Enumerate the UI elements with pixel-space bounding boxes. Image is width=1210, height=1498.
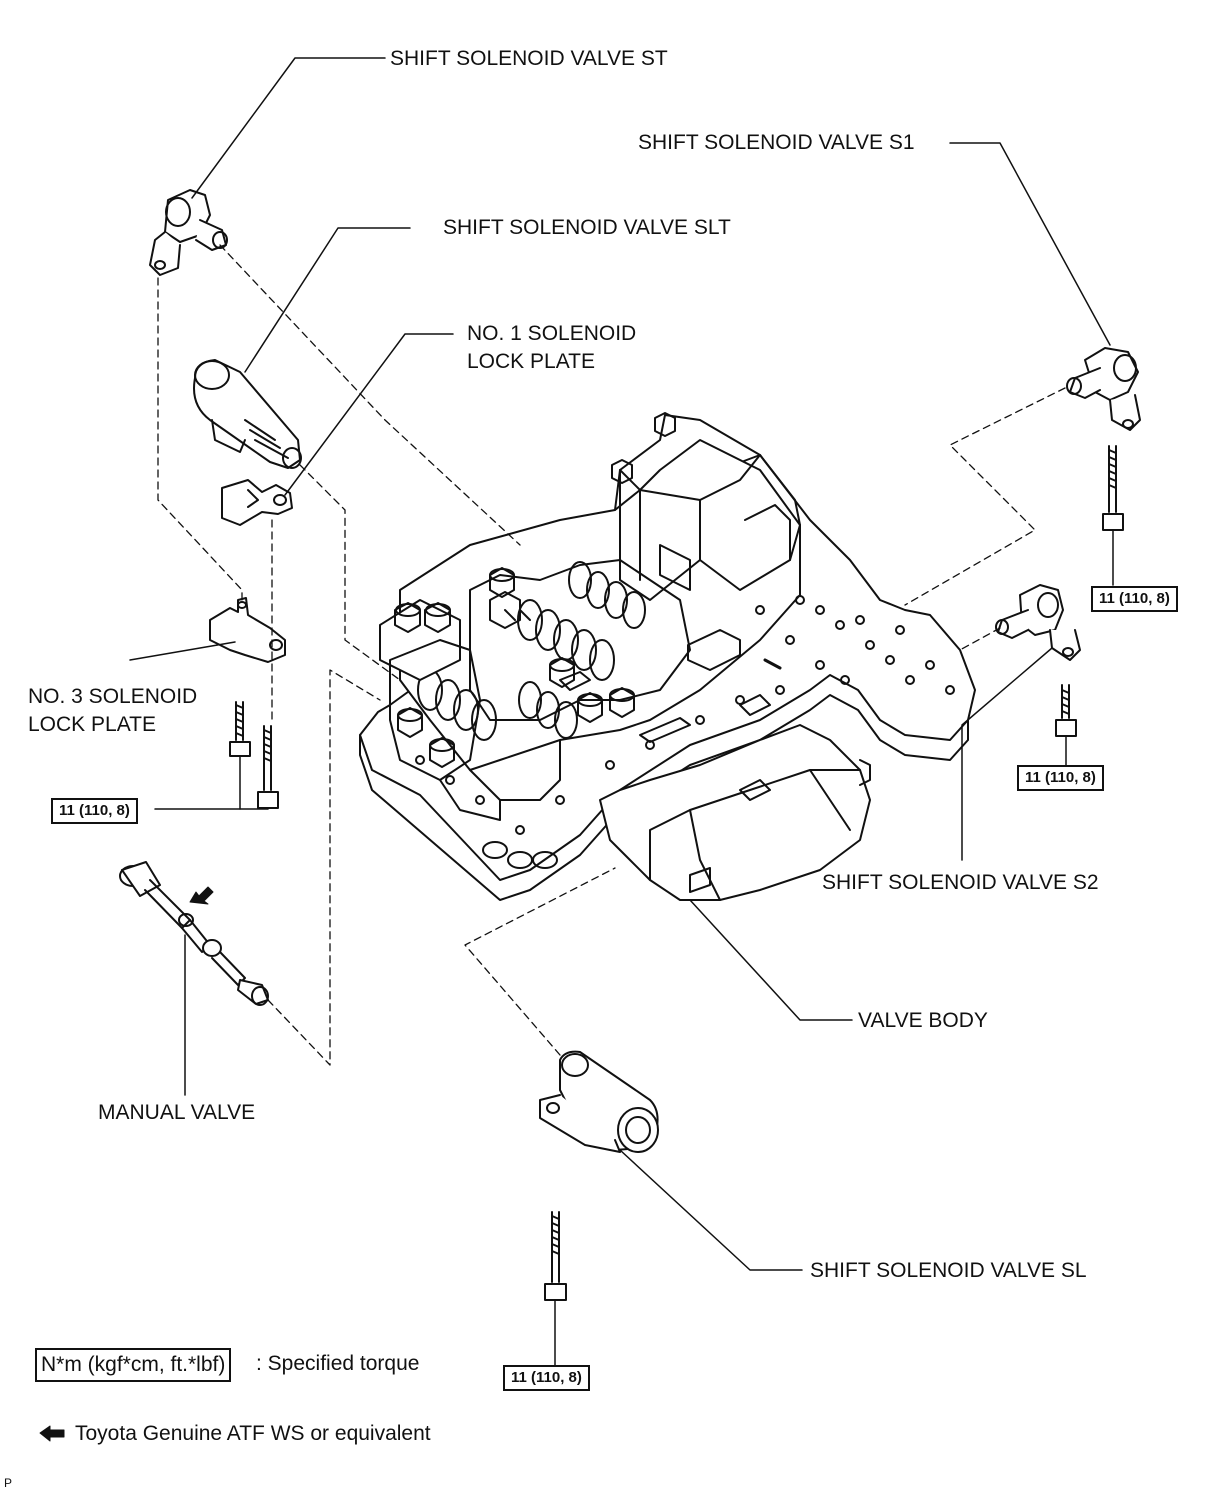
manual-valve	[119, 861, 269, 1006]
no3-solenoid-lock-plate	[209, 597, 286, 663]
sl-bolt	[544, 1211, 567, 1301]
left-bolts	[229, 701, 279, 809]
label-no1-lock-plate: NO. 1 SOLENOID LOCK PLATE	[467, 320, 636, 376]
torque-spec-s2-bolt: 11 (110, 8)	[1017, 765, 1104, 791]
shift-solenoid-valve-sl	[539, 1050, 659, 1153]
label-shift-solenoid-sl: SHIFT SOLENOID VALVE SL	[810, 1259, 1087, 1282]
legend-torque-unit-box: N*m (kgf*cm, ft.*lbf)	[35, 1348, 232, 1382]
label-no1-lock-plate-line2: LOCK PLATE	[467, 350, 595, 373]
label-shift-solenoid-s1: SHIFT SOLENOID VALVE S1	[638, 131, 915, 154]
no1-solenoid-lock-plate	[221, 479, 293, 526]
s2-bolt	[1055, 684, 1077, 737]
legend-atf-desc: Toyota Genuine ATF WS or equivalent	[75, 1422, 431, 1445]
label-manual-valve: MANUAL VALVE	[98, 1101, 256, 1124]
label-no3-lock-plate: NO. 3 SOLENOID LOCK PLATE	[28, 683, 197, 739]
label-shift-solenoid-st: SHIFT SOLENOID VALVE ST	[390, 47, 668, 70]
label-no1-lock-plate-line1: NO. 1 SOLENOID	[467, 322, 637, 345]
shift-solenoid-valve-slt	[193, 359, 302, 469]
label-shift-solenoid-s2: SHIFT SOLENOID VALVE S2	[822, 871, 1099, 894]
label-no3-lock-plate-line2: LOCK PLATE	[28, 713, 156, 736]
shift-solenoid-valve-st	[149, 189, 228, 276]
arrow-left-icon	[39, 1425, 65, 1442]
label-shift-solenoid-slt: SHIFT SOLENOID VALVE SLT	[443, 216, 731, 239]
label-valve-body: VALVE BODY	[858, 1009, 988, 1032]
alignment-lines	[157, 244, 1066, 1066]
s1-bolt	[1102, 445, 1124, 531]
torque-spec-sl-bolt: 11 (110, 8)	[503, 1365, 590, 1391]
arrow-left-icon	[189, 886, 214, 905]
shift-solenoid-valve-s2	[995, 584, 1081, 661]
leader-lines	[129, 57, 1114, 1366]
torque-spec-left-bolts: 11 (110, 8)	[51, 798, 138, 824]
torque-spec-s1-bolt: 11 (110, 8)	[1091, 586, 1178, 612]
corner-mark: P	[4, 1476, 13, 1490]
legend-torque-desc: : Specified torque	[256, 1352, 420, 1375]
valve-body	[359, 412, 976, 901]
shift-solenoid-valve-s1	[1066, 347, 1141, 431]
label-no3-lock-plate-line1: NO. 3 SOLENOID	[28, 685, 198, 708]
